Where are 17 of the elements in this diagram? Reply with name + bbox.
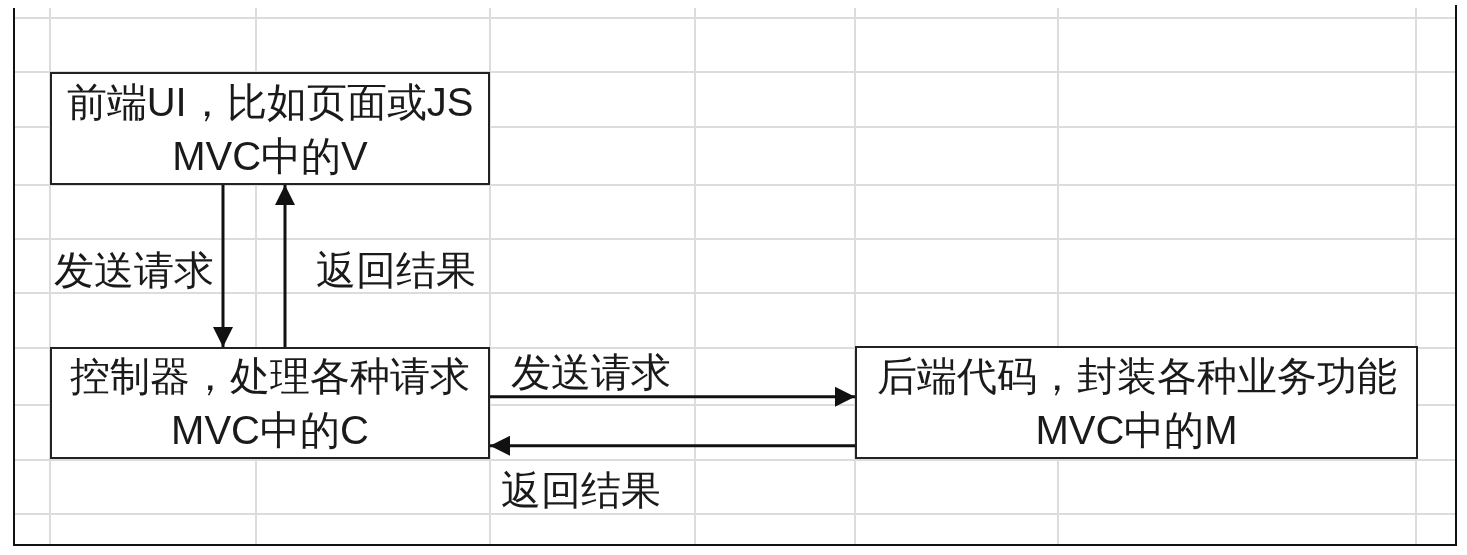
arrow <box>490 435 855 456</box>
role-text: MVC中的C <box>171 407 369 454</box>
description-text: 控制器，处理各种请求 <box>70 353 470 400</box>
role-text: MVC中的M <box>1035 406 1238 454</box>
description-text: 前端UI，比如页面或JS <box>66 78 474 126</box>
edge-label: 返回结果 <box>500 469 661 510</box>
edge-label: 返回结果 <box>316 250 476 290</box>
edge-label: 发送请求 <box>54 250 214 290</box>
arrow <box>213 185 233 347</box>
process-box <box>855 346 1418 459</box>
process-box <box>50 347 490 459</box>
arrow <box>275 185 295 347</box>
process-box <box>50 72 490 185</box>
description-text: 后端代码，封装各种业务功能 <box>876 352 1397 400</box>
arrow <box>490 386 855 407</box>
role-text: MVC中的V <box>172 132 368 180</box>
edge-label: 发送请求 <box>510 351 671 392</box>
